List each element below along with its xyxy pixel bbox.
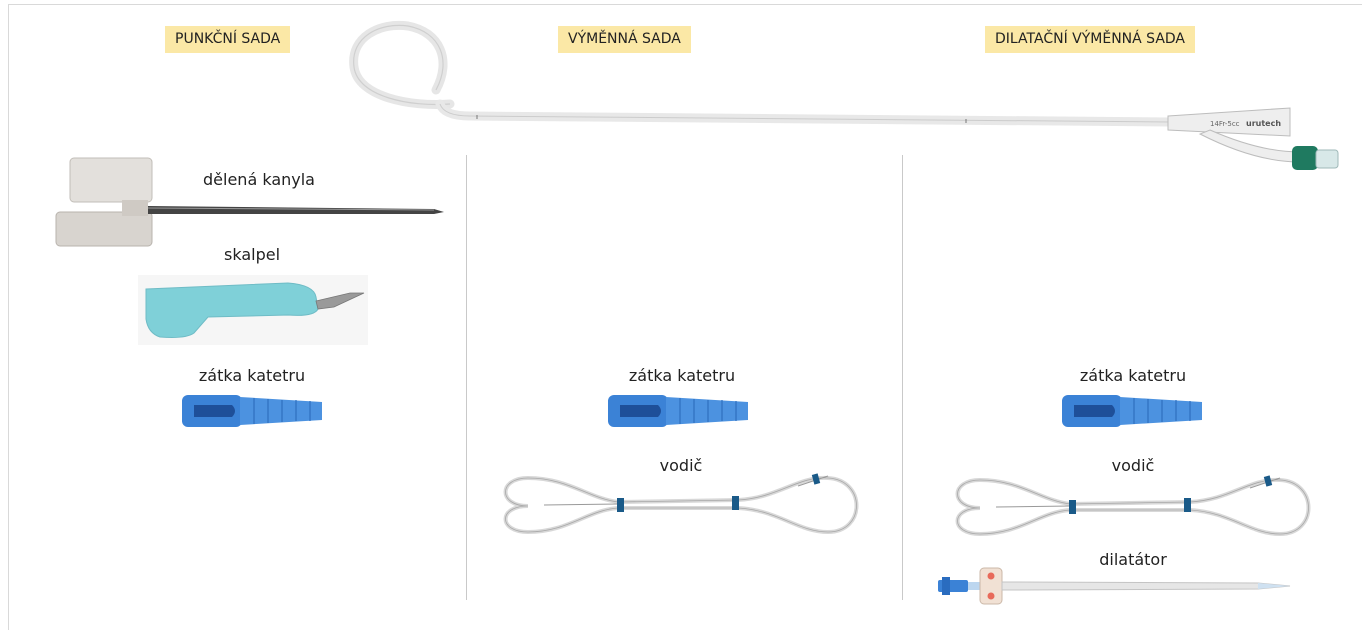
scalpel-label: skalpel bbox=[223, 245, 281, 264]
catheter-image: 14Fr-5cc urutech bbox=[349, 20, 1339, 170]
catheter-plug-image bbox=[1062, 395, 1202, 427]
section-title-puncture-set: PUNKČNÍ SADA bbox=[165, 26, 291, 53]
dilator-image bbox=[938, 567, 1291, 605]
guidewire-image bbox=[955, 475, 1311, 537]
plug-label: zátka katetru bbox=[198, 366, 306, 385]
catheter-plug-image bbox=[182, 395, 322, 427]
dilator-label: dilatátor bbox=[1099, 550, 1167, 569]
section-title-exchange-set: VÝMĚNNÁ SADA bbox=[558, 26, 691, 53]
content-frame bbox=[8, 4, 1362, 630]
plug-label: zátka katetru bbox=[1079, 366, 1187, 385]
catheter-brand-print: urutech bbox=[1246, 119, 1281, 128]
column-divider bbox=[466, 155, 467, 600]
cannula-label: dělená kanyla bbox=[203, 170, 315, 189]
guidewire-label: vodič bbox=[1111, 456, 1155, 475]
column-divider bbox=[902, 155, 903, 600]
split-cannula-image bbox=[55, 157, 444, 247]
catheter-size-print: 14Fr-5cc bbox=[1210, 120, 1240, 128]
plug-label: zátka katetru bbox=[628, 366, 736, 385]
catheter-plug-image bbox=[608, 395, 748, 427]
guidewire-image bbox=[503, 473, 859, 535]
section-title-dilation-exchange-set: DILATAČNÍ VÝMĚNNÁ SADA bbox=[985, 26, 1196, 53]
scalpel-image bbox=[138, 275, 368, 345]
guidewire-label: vodič bbox=[659, 456, 703, 475]
